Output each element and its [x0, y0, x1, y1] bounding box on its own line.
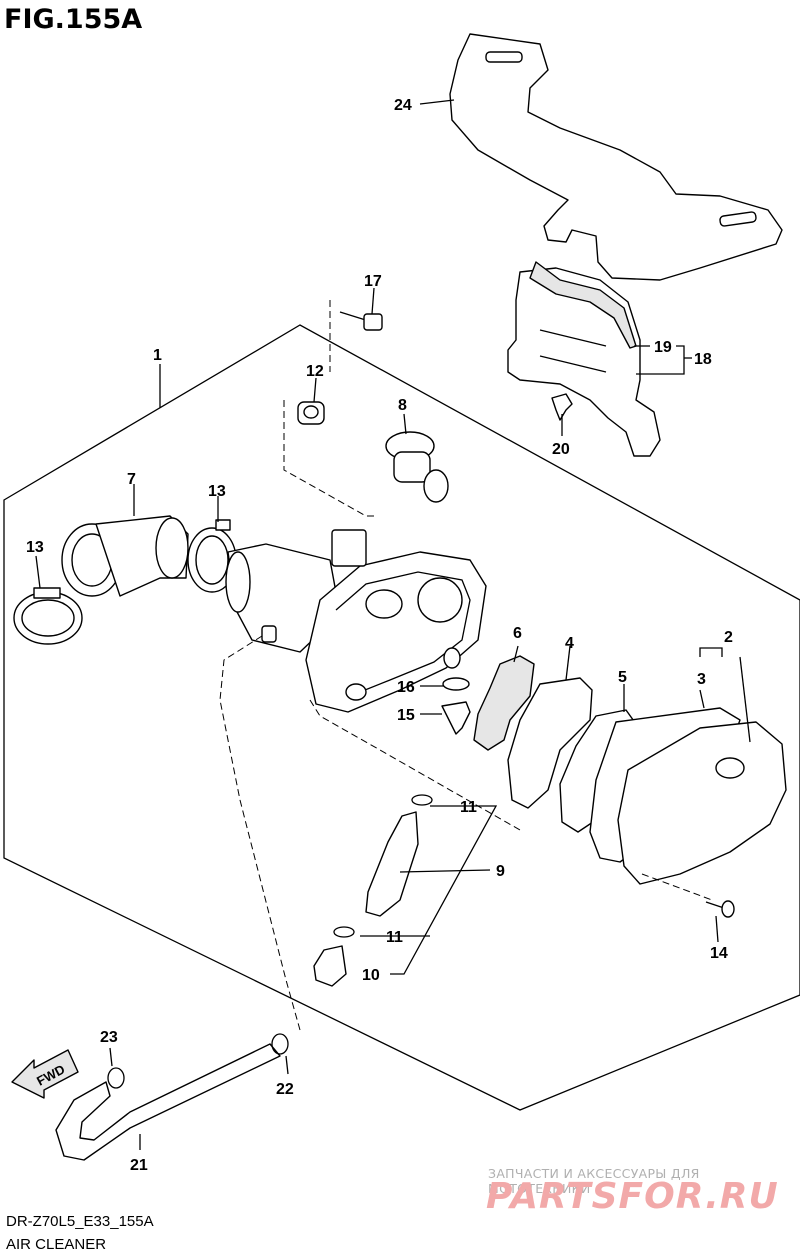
callout-19: 19 — [654, 339, 672, 356]
callout-18: 18 — [694, 351, 712, 368]
callout-12: 12 — [306, 363, 324, 380]
callout-16: 16 — [397, 679, 415, 696]
part-7-intake-pipe — [61, 515, 189, 597]
diagram-name: AIR CLEANER — [6, 1236, 107, 1253]
callout-11-upper: 11 — [460, 799, 477, 816]
callout-10: 10 — [362, 967, 380, 984]
callout-8: 8 — [398, 397, 407, 414]
fwd-direction-arrow: FWD — [11, 1049, 79, 1099]
callout-9: 9 — [496, 863, 505, 880]
part-11-clip-lower — [333, 926, 355, 938]
diagram-code: DR-Z70L5_E33_155A — [6, 1213, 154, 1230]
part-17-bolt — [339, 311, 383, 331]
figure-title: FIG.155A — [4, 4, 143, 35]
callout-24: 24 — [394, 97, 412, 114]
callout-2: 2 — [724, 629, 733, 646]
part-22-clip — [271, 1033, 289, 1055]
leader-lines — [35, 99, 751, 1150]
part-14-screw — [705, 900, 735, 918]
part-11-clip-upper — [411, 794, 433, 806]
part-1-air-cleaner-case — [225, 529, 487, 713]
callout-22: 22 — [276, 1081, 294, 1098]
watermark-tagline: ЗАПЧАСТИ И АКСЕССУАРЫ ДЛЯ МОТОТЕХНИКИ — [488, 1166, 700, 1196]
callout-15: 15 — [397, 707, 415, 724]
callout-5: 5 — [618, 669, 627, 686]
part-6-mesh-screen — [473, 655, 535, 751]
part-15-check-valve — [441, 701, 471, 735]
part-18-rib-upper — [539, 329, 607, 347]
part-21-hose — [55, 1043, 281, 1161]
part-24-slot-top — [485, 51, 523, 63]
part-13-clamp-right — [187, 519, 237, 593]
part-16-o-ring — [442, 677, 470, 691]
callout-6: 6 — [513, 625, 522, 642]
callout-4: 4 — [565, 635, 574, 652]
part-24-slot-right — [719, 211, 757, 227]
callout-7: 7 — [127, 471, 136, 488]
part-4-filter-element — [507, 677, 593, 809]
callout-17: 17 — [364, 273, 382, 290]
assembly-boundary — [3, 324, 800, 1111]
part-18-rib-lower — [539, 355, 607, 373]
watermark-logo: PARTSFOR.RU — [486, 1176, 779, 1217]
part-8-breather-joint — [385, 431, 449, 503]
callout-23: 23 — [100, 1029, 118, 1046]
callout-13-right: 13 — [208, 483, 226, 500]
dashed-reference-lines — [219, 300, 713, 1031]
callout-20: 20 — [552, 441, 570, 458]
part-20-clip — [551, 393, 573, 421]
part-10-plug — [313, 945, 347, 987]
callout-21: 21 — [130, 1157, 148, 1174]
part-12-grommet — [297, 401, 325, 425]
part-24-bracket — [449, 33, 783, 281]
callout-11-lower: 11 — [386, 929, 403, 946]
callout-1: 1 — [153, 347, 162, 364]
callout-13-left: 13 — [26, 539, 44, 556]
callout-3: 3 — [697, 671, 706, 688]
part-9-drain-hose — [365, 811, 419, 917]
part-19-guard — [529, 261, 637, 349]
callout-14: 14 — [710, 945, 728, 962]
part-23-clip — [107, 1067, 125, 1089]
part-13-clamp-left — [13, 587, 83, 645]
part-2-cover — [617, 721, 787, 885]
